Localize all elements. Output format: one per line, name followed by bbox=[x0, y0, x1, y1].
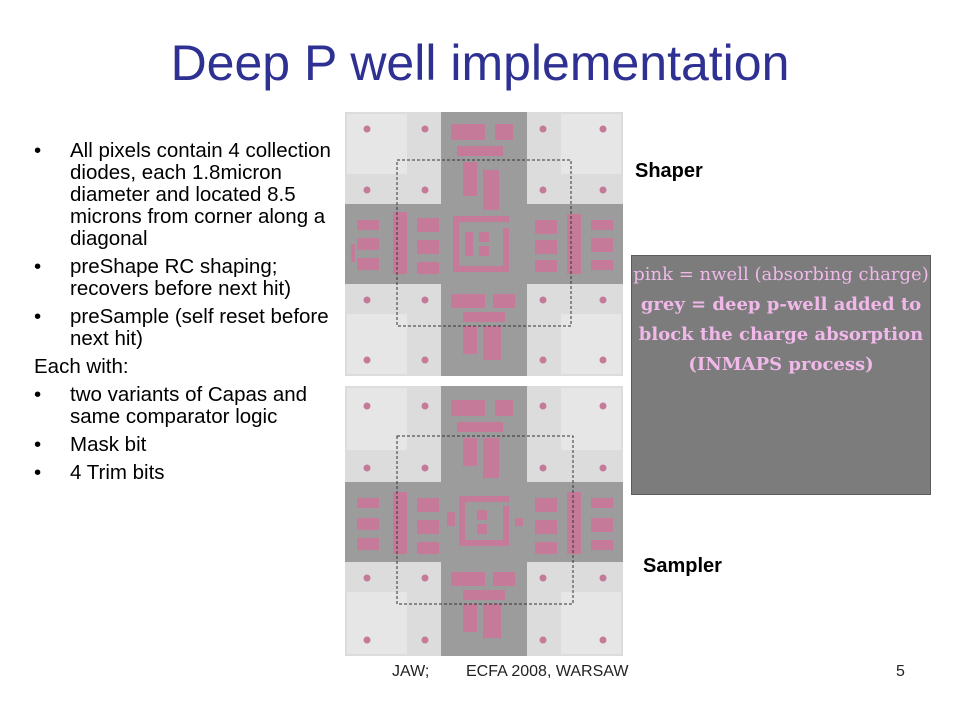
footer-author: JAW; bbox=[392, 663, 430, 680]
bullet-item: • 4 Trim bits bbox=[34, 462, 334, 484]
sampler-pixel-layout bbox=[345, 386, 623, 656]
sampler-layout-drawing bbox=[345, 386, 623, 656]
bullet-text: two variants of Capas and same comparato… bbox=[70, 383, 308, 428]
bullet-text: All pixels contain 4 collection diodes, … bbox=[70, 139, 331, 250]
bullet-item: • preShape RC shaping; recovers before n… bbox=[34, 256, 334, 300]
legend-grey-text: grey = deep p-well added to block the ch… bbox=[638, 294, 924, 375]
sampler-label: Sampler bbox=[643, 555, 722, 577]
slide-title: Deep P well implementation bbox=[170, 35, 790, 91]
legend-pink-text: pink = nwell (absorbing charge) bbox=[633, 264, 929, 285]
each-with-heading: Each with: bbox=[34, 355, 129, 378]
bullet-item: • All pixels contain 4 collection diodes… bbox=[34, 140, 334, 250]
bullet-item: • two variants of Capas and same compara… bbox=[34, 384, 334, 428]
bullet-text: preSample (self reset before next hit) bbox=[70, 305, 329, 350]
footer-event: ECFA 2008, WARSAW bbox=[466, 663, 629, 680]
bullet-glyph: • bbox=[34, 461, 42, 484]
shaper-label: Shaper bbox=[635, 160, 703, 182]
shaper-layout-drawing bbox=[345, 112, 623, 376]
bullet-glyph: • bbox=[34, 255, 42, 278]
bullet-glyph: • bbox=[34, 433, 42, 456]
bullet-item: • Mask bit bbox=[34, 434, 334, 456]
bullet-glyph: • bbox=[34, 305, 42, 328]
bullet-text: preShape RC shaping; recovers before nex… bbox=[70, 255, 292, 300]
bullet-glyph: • bbox=[34, 383, 42, 406]
footer-page-number: 5 bbox=[896, 663, 905, 680]
bullet-text: Mask bit bbox=[70, 433, 147, 456]
color-legend-box: pink = nwell (absorbing charge) grey = d… bbox=[631, 255, 931, 495]
bullet-item: • preSample (self reset before next hit) bbox=[34, 306, 334, 350]
bullet-text: 4 Trim bits bbox=[70, 461, 165, 484]
shaper-pixel-layout bbox=[345, 112, 623, 376]
bullet-list: • All pixels contain 4 collection diodes… bbox=[34, 140, 334, 490]
bullet-glyph: • bbox=[34, 139, 42, 162]
